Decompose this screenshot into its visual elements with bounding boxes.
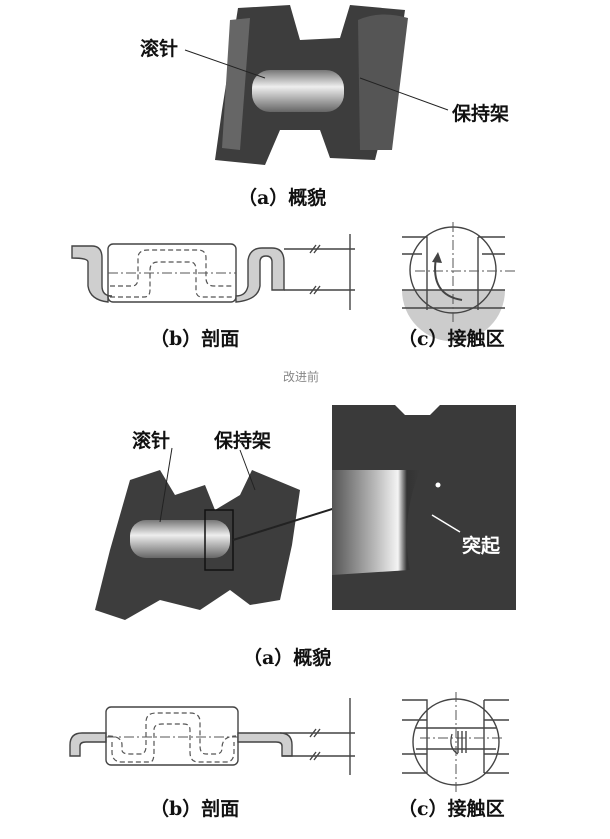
before-contact-drawing [402, 222, 515, 342]
caption-contact: （c）接触区 [398, 797, 505, 820]
label-roller: 滚针 [140, 37, 178, 60]
caption-section: （b）剖面 [150, 797, 239, 820]
label-bump: 突起 [462, 534, 501, 557]
label-roller: 滚针 [132, 429, 170, 452]
caption-overview: （a）概貌 [238, 186, 326, 209]
leader-line [184, 49, 266, 79]
after-overview-image [95, 470, 300, 620]
after-section-drawing [69, 698, 355, 775]
after-inset-image [332, 405, 516, 610]
caption-overview: （a）概貌 [243, 646, 331, 669]
caption-section: （b）剖面 [150, 327, 239, 350]
label-cage: 保持架 [451, 102, 509, 125]
before-overview-image [215, 5, 408, 165]
before-section-drawing [71, 234, 355, 310]
figure-title-before: 改进前 [283, 369, 319, 384]
caption-contact: （c）接触区 [398, 327, 505, 350]
label-cage: 保持架 [213, 429, 271, 452]
after-contact-drawing [402, 692, 509, 795]
zoom-connector [232, 504, 346, 541]
leader-line [359, 77, 449, 111]
roller-shape [252, 70, 344, 112]
